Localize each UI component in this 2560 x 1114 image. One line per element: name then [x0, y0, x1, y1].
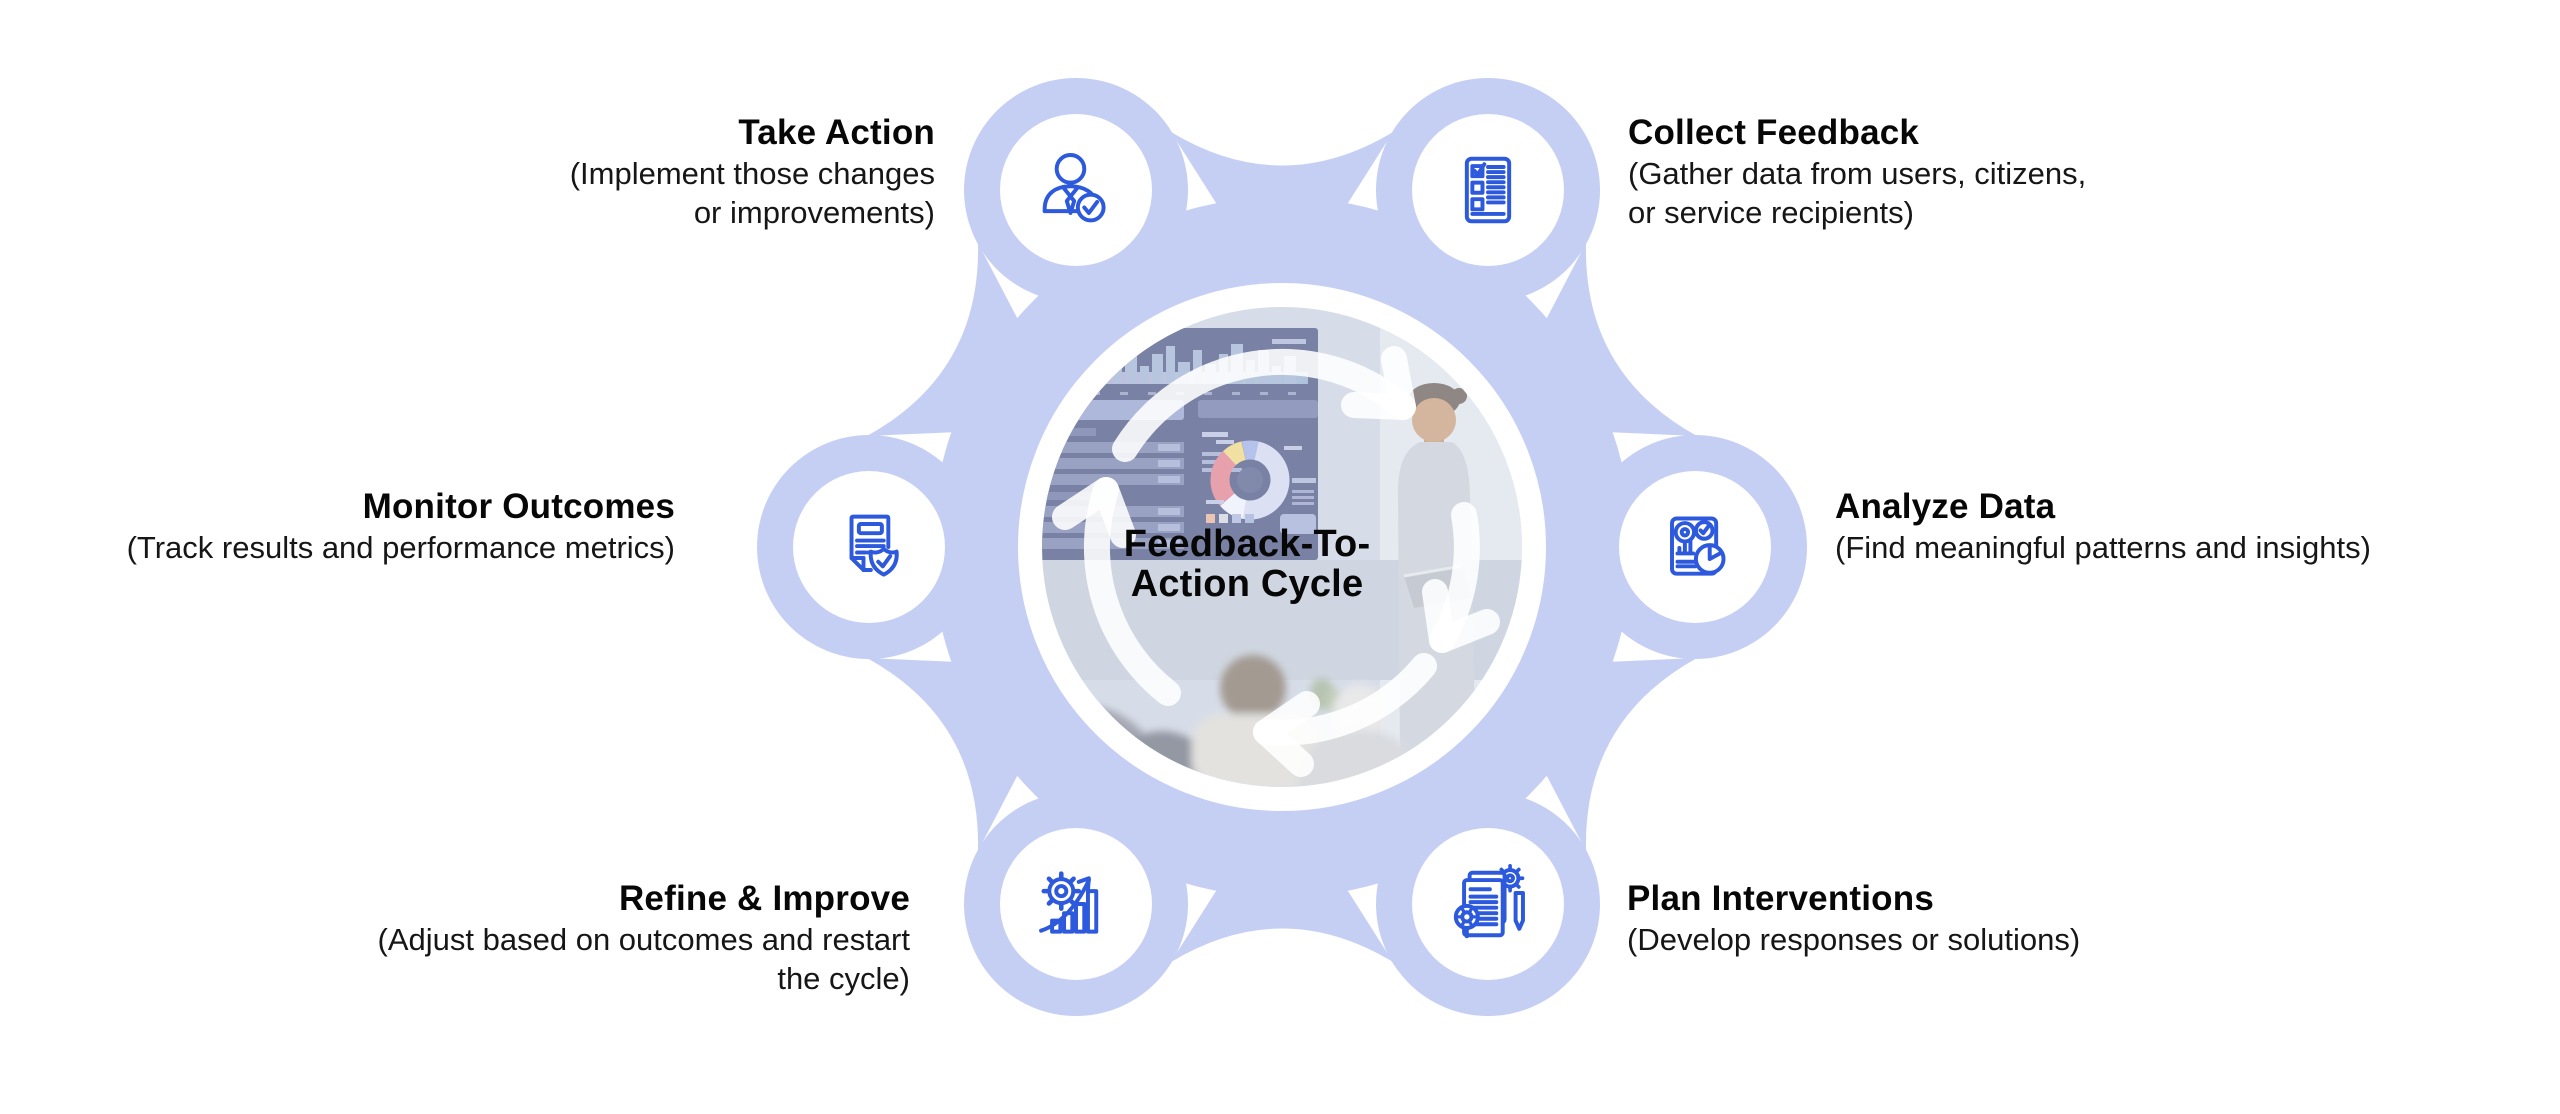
node-label-collect-feedback: Collect Feedback (Gather data from users…: [1628, 112, 2188, 232]
node-desc-line: (Track results and performance metrics): [126, 530, 675, 565]
compare-button-graphic: [1280, 514, 1316, 534]
diagram-title: Feedback-To- Action Cycle: [947, 524, 1547, 604]
diagram-title-line2: Action Cycle: [1130, 563, 1364, 605]
diagram-title-line1: Feedback-To-: [1123, 523, 1371, 565]
node-desc-line: (Adjust based on outcomes and restart: [377, 922, 910, 957]
node-title: Plan Interventions: [1627, 879, 1934, 918]
node-title: Collect Feedback: [1628, 113, 1920, 152]
cycle-arrow-bottom: [1253, 653, 1437, 746]
gear-growth-chart-icon: [1030, 858, 1122, 950]
cycle-arrow-top-head: [1341, 346, 1416, 420]
cycle-arrows: [1052, 346, 1500, 777]
node-label-analyze-data: Analyze Data (Find meaningful patterns a…: [1835, 486, 2455, 567]
center-ring: [1018, 283, 1546, 811]
cycle-arrow-left: [1083, 477, 1181, 706]
node-desc-line: (Develop responses or solutions): [1627, 922, 2081, 957]
node-desc-line: (Find meaningful patterns and insights): [1835, 530, 2371, 565]
checklist-document-icon: [1442, 144, 1534, 236]
node-title: Analyze Data: [1835, 487, 2056, 526]
node-title: Take Action: [738, 113, 935, 152]
node-title: Refine & Improve: [618, 879, 910, 918]
document-shield-check-icon: [823, 501, 915, 593]
node-desc-line: or service recipients): [1628, 195, 1914, 230]
node-label-take-action: Take Action (Implement those changes or …: [415, 112, 935, 232]
person-check-icon: [1030, 144, 1122, 236]
node-label-refine-improve: Refine & Improve (Adjust based on outcom…: [290, 878, 910, 998]
node-label-plan-interventions: Plan Interventions (Develop responses or…: [1627, 878, 2187, 959]
donut-chart: [1210, 440, 1290, 520]
node-label-monitor-outcomes: Monitor Outcomes (Track results and perf…: [75, 486, 675, 567]
node-desc-line: the cycle): [777, 961, 910, 996]
cycle-arrow-top: [1112, 348, 1416, 462]
report-pie-chart-icon: [1649, 501, 1741, 593]
cycle-arrow-left-head: [1052, 477, 1136, 548]
documents-gear-pen-icon: [1442, 858, 1534, 950]
node-desc-line: or improvements): [693, 195, 935, 230]
cycle-arrow-bottom-head: [1253, 691, 1320, 777]
node-desc-line: (Gather data from users, citizens,: [1628, 156, 2087, 191]
node-title: Monitor Outcomes: [362, 487, 675, 526]
center-photo: [1042, 307, 1522, 787]
node-desc-line: (Implement those changes: [569, 156, 935, 191]
cycle-arrow-right-head: [1422, 579, 1500, 653]
